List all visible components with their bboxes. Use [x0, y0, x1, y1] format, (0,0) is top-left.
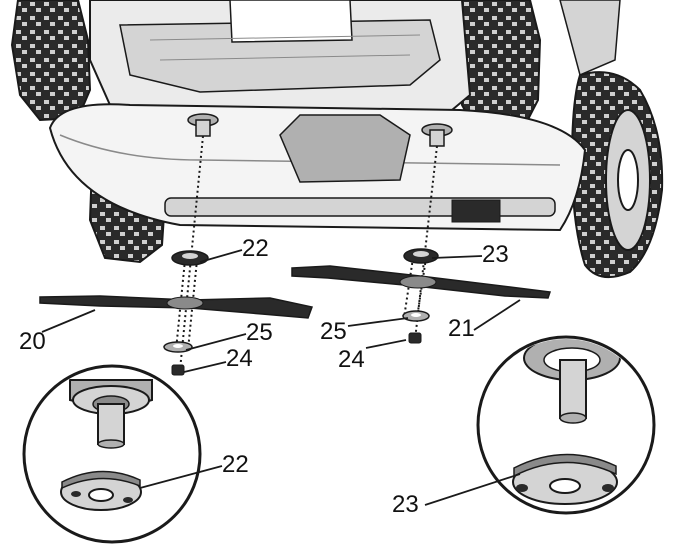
callout-blade-left: 20 — [19, 328, 46, 355]
blade-right — [291, 265, 552, 299]
blade-adapter-right — [403, 248, 439, 264]
callout-washer-right: 25 — [320, 318, 347, 345]
callout-adapter-right: 23 — [482, 241, 509, 268]
washer-right — [402, 310, 430, 322]
blade-adapter-left — [171, 250, 209, 266]
detail-view-left — [22, 364, 202, 544]
mower-chassis — [89, 0, 621, 124]
callout-leader-lines — [41, 249, 521, 506]
nut-right — [408, 332, 422, 344]
callout-nut-right: 24 — [338, 346, 365, 373]
washer-left — [163, 341, 193, 353]
callout-washer-left: 25 — [246, 319, 273, 346]
callout-adapter-left: 22 — [242, 235, 269, 262]
callout-nut-left: 24 — [226, 345, 253, 372]
front-right-wheel — [570, 71, 664, 279]
cutting-deck — [48, 103, 587, 232]
callout-blade-right: 21 — [448, 315, 475, 342]
spindle-left — [187, 113, 219, 137]
callout-detail-left: 22 — [222, 451, 249, 478]
nut-left — [171, 364, 185, 376]
blade-left — [39, 295, 313, 319]
callout-detail-right: 23 — [392, 491, 419, 518]
detail-view-right — [476, 335, 656, 515]
rear-left-wheel — [10, 0, 92, 122]
spindle-right — [421, 123, 453, 147]
